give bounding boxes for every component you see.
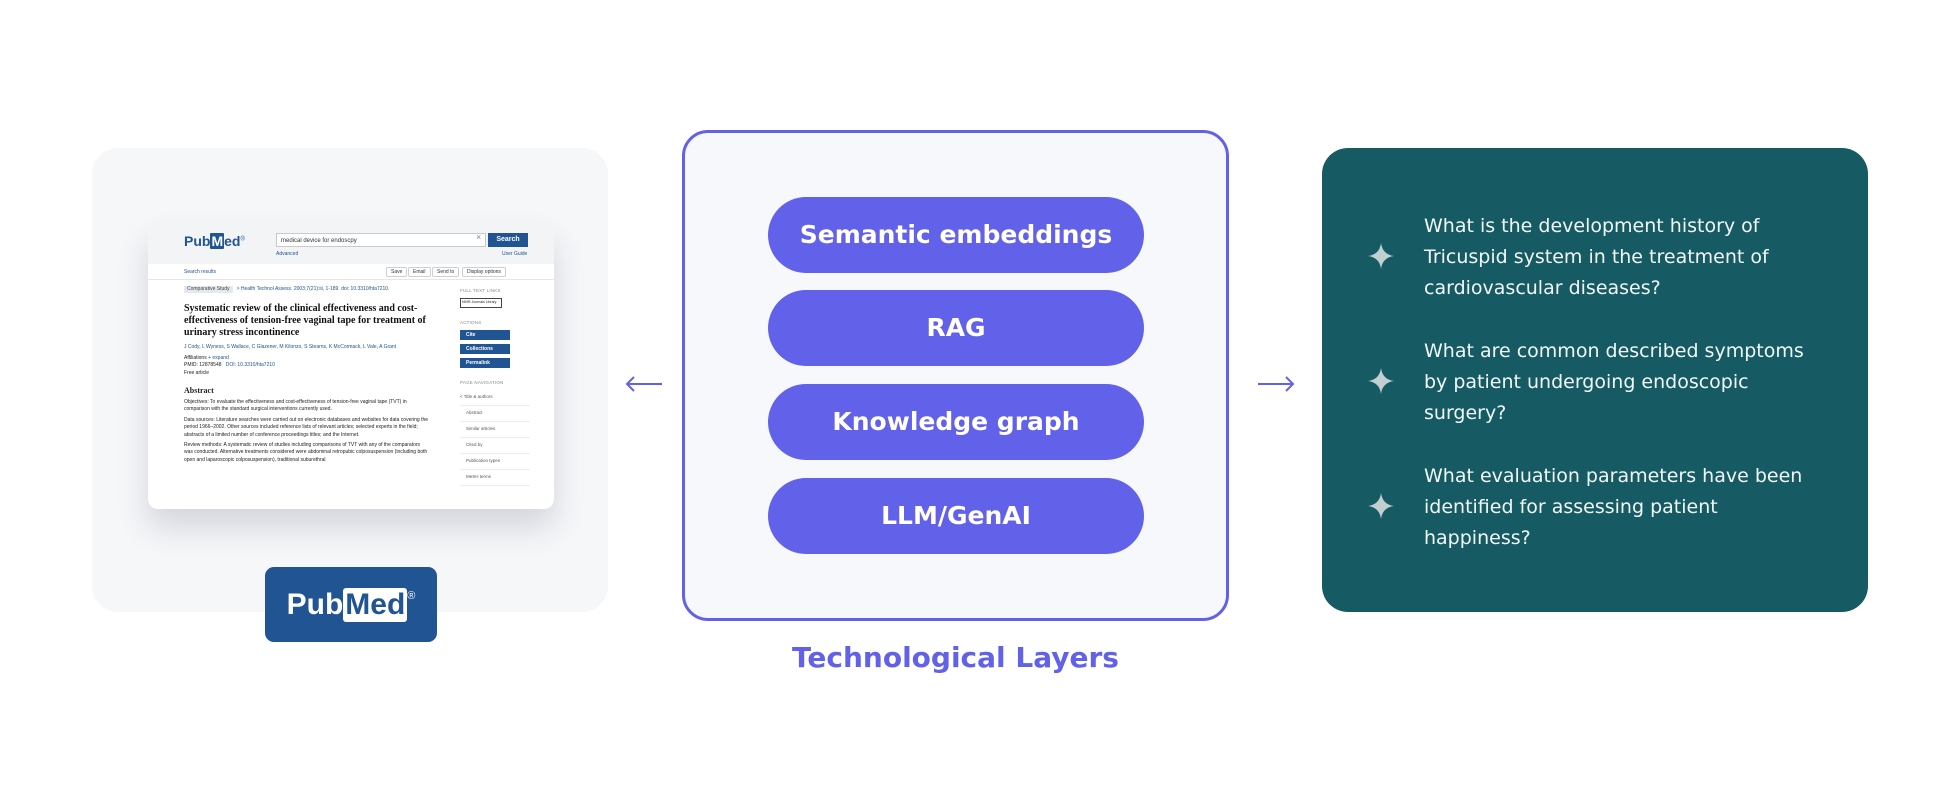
article-sidebar: FULL TEXT LINKS NIHR Journals Library AC…	[460, 288, 530, 486]
layer-knowledge-graph: Knowledge graph	[768, 384, 1144, 460]
save-button[interactable]: Save	[386, 267, 408, 277]
sparkle-icon	[1368, 493, 1394, 519]
advanced-link[interactable]: Advanced	[276, 251, 299, 257]
display-options-button[interactable]: Display options	[462, 267, 506, 277]
nav-mesh-terms[interactable]: MeSH terms	[460, 470, 530, 486]
send-to-button[interactable]: Send to	[432, 267, 460, 277]
pubmed-logo-small: PubMed®	[184, 233, 245, 249]
expand-link[interactable]: + expand	[208, 354, 229, 361]
article-authors[interactable]: J Cody, L Wyness, S Wallace, C Glazener,…	[184, 344, 397, 351]
nav-abstract[interactable]: Abstract	[460, 406, 530, 422]
pubmed-logo-pub: Pub	[286, 588, 344, 621]
question-item: What is the development history of Tricu…	[1424, 215, 1769, 299]
arrow-right-icon	[1258, 376, 1295, 392]
results-bar: Search results Save Email Send to Displa…	[148, 264, 554, 280]
nav-cited-by[interactable]: Cited by	[460, 438, 530, 454]
sparkle-icon	[1368, 368, 1394, 394]
search-button[interactable]: Search	[488, 233, 528, 247]
collections-button[interactable]: Collections	[460, 344, 510, 354]
question-item: What evaluation parameters have been ide…	[1424, 465, 1803, 549]
abstract-paragraph: Objectives: To evaluate the effectivenes…	[184, 399, 407, 413]
layer-llm-genai: LLM/GenAI	[768, 478, 1144, 554]
abstract-paragraph: Data sources: Literature searches were c…	[184, 416, 429, 438]
doi-link[interactable]: DOI: 10.3310/hta7210	[225, 362, 275, 369]
user-guide-link[interactable]: User Guide	[502, 251, 528, 257]
full-text-label: FULL TEXT LINKS	[460, 288, 501, 293]
arrow-left-icon	[625, 376, 662, 392]
journal-citation[interactable]: > Health Technol Assess. 2003;7(21):iii,…	[236, 286, 390, 292]
search-results-link[interactable]: Search results	[184, 269, 216, 275]
pubmed-screenshot: PubMed® medical device for endoscpy × Se…	[148, 224, 554, 509]
nav-title-authors[interactable]: < Title & authors	[460, 390, 530, 406]
abstract-heading: Abstract	[184, 386, 214, 396]
pubmed-logo-registered: ®	[407, 590, 416, 602]
clear-icon[interactable]: ×	[476, 232, 482, 242]
nav-publication-types[interactable]: Publication types	[460, 454, 530, 470]
article-title: Systematic review of the clinical effect…	[184, 303, 426, 339]
permalink-button[interactable]: Permalink	[460, 358, 510, 368]
email-button[interactable]: Email	[408, 267, 431, 277]
abstract-paragraph: Review methods: A systematic review of s…	[184, 442, 428, 463]
pubmed-logo-badge: PubMed®	[265, 567, 437, 642]
affiliations-label: Affiliations	[184, 354, 207, 361]
cite-button[interactable]: Cite	[460, 330, 510, 340]
pmid: PMID: 12878548	[184, 362, 222, 369]
nav-similar-articles[interactable]: Similar articles	[460, 422, 530, 438]
question-item: What are common described symptoms by pa…	[1424, 340, 1804, 424]
layer-semantic-embeddings: Semantic embeddings	[768, 197, 1144, 273]
layers-caption: Technological Layers	[792, 641, 1119, 674]
layer-rag: RAG	[768, 290, 1144, 366]
actions-label: ACTIONS	[460, 320, 482, 325]
page-navigation-label: PAGE NAVIGATION	[460, 380, 504, 385]
article-main: Comparative Study> Health Technol Assess…	[184, 286, 429, 467]
free-article-label: Free article	[184, 369, 210, 376]
pubmed-header: PubMed® medical device for endoscpy × Se…	[148, 224, 554, 264]
questions-panel	[1322, 148, 1868, 612]
search-input[interactable]: medical device for endoscpy	[276, 233, 486, 247]
article-type-tag: Comparative Study	[184, 286, 233, 294]
sparkle-icon	[1368, 243, 1394, 269]
pubmed-logo-med: Med	[343, 588, 408, 622]
journal-library-link[interactable]: NIHR Journals Library	[460, 298, 502, 308]
